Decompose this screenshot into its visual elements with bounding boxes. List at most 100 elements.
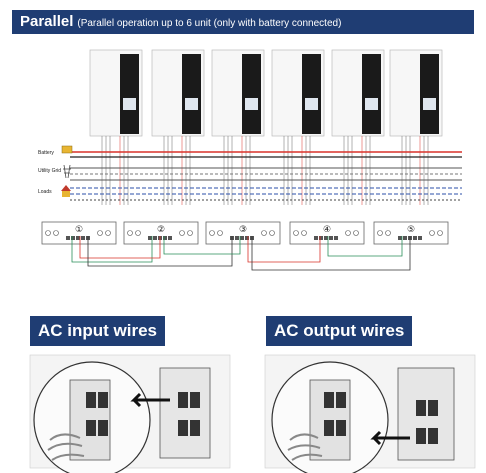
parallel-board-frame bbox=[373, 221, 449, 245]
parallel-board: ③ bbox=[205, 221, 281, 245]
board-port-hole bbox=[377, 230, 383, 236]
board-pin bbox=[418, 236, 422, 240]
bus-lines bbox=[70, 151, 462, 201]
board-pin bbox=[324, 236, 328, 240]
board-number: ② bbox=[157, 225, 165, 235]
communication-cables bbox=[71, 236, 411, 271]
ac-input-terminal-2 bbox=[98, 392, 108, 408]
inverter-unit bbox=[389, 49, 443, 205]
battery-icon bbox=[61, 145, 73, 154]
ac-input-panel-terminal-3 bbox=[178, 420, 188, 436]
comm-cable-6 bbox=[251, 236, 411, 271]
ac-output-terminal-1 bbox=[324, 392, 334, 408]
legend-battery-label: Battery bbox=[38, 150, 54, 156]
comm-cable-3 bbox=[87, 236, 233, 267]
inverter-unit bbox=[271, 49, 325, 205]
inverter-front-panel bbox=[242, 54, 261, 134]
board-port-hole bbox=[345, 230, 351, 236]
comm-cable-2 bbox=[79, 236, 161, 259]
board-pin bbox=[76, 236, 80, 240]
board-port-hole bbox=[45, 230, 51, 236]
board-port-hole bbox=[135, 230, 141, 236]
parallel-board-frame bbox=[41, 221, 117, 245]
ac-input-terminal-3 bbox=[86, 420, 96, 436]
inverter-front-panel bbox=[120, 54, 139, 134]
ac-input-panel-terminal-2 bbox=[190, 392, 200, 408]
house-icon bbox=[61, 185, 71, 191]
ac-output-panel-terminal-4 bbox=[428, 428, 438, 444]
ac-output-title: AC output wires bbox=[266, 316, 413, 346]
board-pin bbox=[71, 236, 75, 240]
ac-output-panel-terminal-3 bbox=[416, 428, 426, 444]
board-pin bbox=[329, 236, 333, 240]
inverter-lcd-screen bbox=[365, 98, 378, 110]
house-body-icon bbox=[62, 191, 70, 197]
comm-cable-1 bbox=[71, 236, 153, 263]
parallel-board-frame bbox=[205, 221, 281, 245]
ac-output-photo bbox=[264, 354, 476, 473]
parallel-board-frame bbox=[123, 221, 199, 245]
ac-input-panel bbox=[159, 367, 211, 459]
board-pin bbox=[168, 236, 172, 240]
inverter-unit bbox=[89, 49, 143, 205]
inverter-front-panel bbox=[302, 54, 321, 134]
ac-output-terminal-2 bbox=[336, 392, 346, 408]
board-pin bbox=[66, 236, 70, 240]
parallel-boards: ① ② ③ ④ ⑤ bbox=[41, 221, 449, 245]
board-port-hole bbox=[127, 230, 133, 236]
board-port-hole bbox=[179, 230, 185, 236]
comm-cable-4 bbox=[163, 236, 241, 255]
inverter-front-panel bbox=[420, 54, 439, 134]
board-pin bbox=[163, 236, 167, 240]
board-port-hole bbox=[301, 230, 307, 236]
inverter-lcd-screen bbox=[245, 98, 258, 110]
inverter-units bbox=[89, 49, 443, 205]
board-port-hole bbox=[217, 230, 223, 236]
board-number: ① bbox=[75, 225, 83, 235]
parallel-board: ⑤ bbox=[373, 221, 449, 245]
board-number: ③ bbox=[239, 225, 247, 235]
ac-input-terminal-1 bbox=[86, 392, 96, 408]
ac-output-terminal-3 bbox=[324, 420, 334, 436]
ac-input-panel-terminal-1 bbox=[178, 392, 188, 408]
board-port-hole bbox=[187, 230, 193, 236]
board-port-hole bbox=[269, 230, 275, 236]
inverter-unit bbox=[211, 49, 265, 205]
parallel-board-frame bbox=[289, 221, 365, 245]
inverter-lcd-screen bbox=[305, 98, 318, 110]
board-pin bbox=[314, 236, 318, 240]
ac-input-photo bbox=[29, 354, 231, 473]
board-pin bbox=[235, 236, 239, 240]
board-port-hole bbox=[437, 230, 443, 236]
board-port-hole bbox=[53, 230, 59, 236]
board-pin bbox=[319, 236, 323, 240]
legend-utility-label: Utility Grid bbox=[38, 168, 61, 174]
ac-output-cables bbox=[287, 433, 323, 461]
board-port-hole bbox=[261, 230, 267, 236]
board-pin bbox=[148, 236, 152, 240]
inverter-front-panel bbox=[362, 54, 381, 134]
board-number: ④ bbox=[323, 225, 331, 235]
ac-output-arrow-icon bbox=[370, 430, 410, 446]
comm-cable-5 bbox=[247, 236, 321, 263]
board-pin bbox=[81, 236, 85, 240]
inverter-lcd-screen bbox=[123, 98, 136, 110]
header-bar: Parallel (Parallel operation up to 6 uni… bbox=[12, 10, 474, 34]
board-pin bbox=[334, 236, 338, 240]
board-pin bbox=[240, 236, 244, 240]
board-port-hole bbox=[105, 230, 111, 236]
inverter-lcd-screen bbox=[185, 98, 198, 110]
page-title: Parallel bbox=[20, 13, 74, 30]
ac-input-arrow-icon bbox=[130, 392, 170, 408]
ac-input-terminal-4 bbox=[98, 420, 108, 436]
inverter-unit bbox=[331, 49, 385, 205]
board-port-hole bbox=[385, 230, 391, 236]
ac-output-panel-terminal-2 bbox=[428, 400, 438, 416]
ac-input-title: AC input wires bbox=[30, 316, 166, 346]
board-port-hole bbox=[353, 230, 359, 236]
ac-output-terminal-4 bbox=[336, 420, 346, 436]
ac-input-panel-terminal-4 bbox=[190, 420, 200, 436]
board-port-hole bbox=[293, 230, 299, 236]
board-pin bbox=[403, 236, 407, 240]
